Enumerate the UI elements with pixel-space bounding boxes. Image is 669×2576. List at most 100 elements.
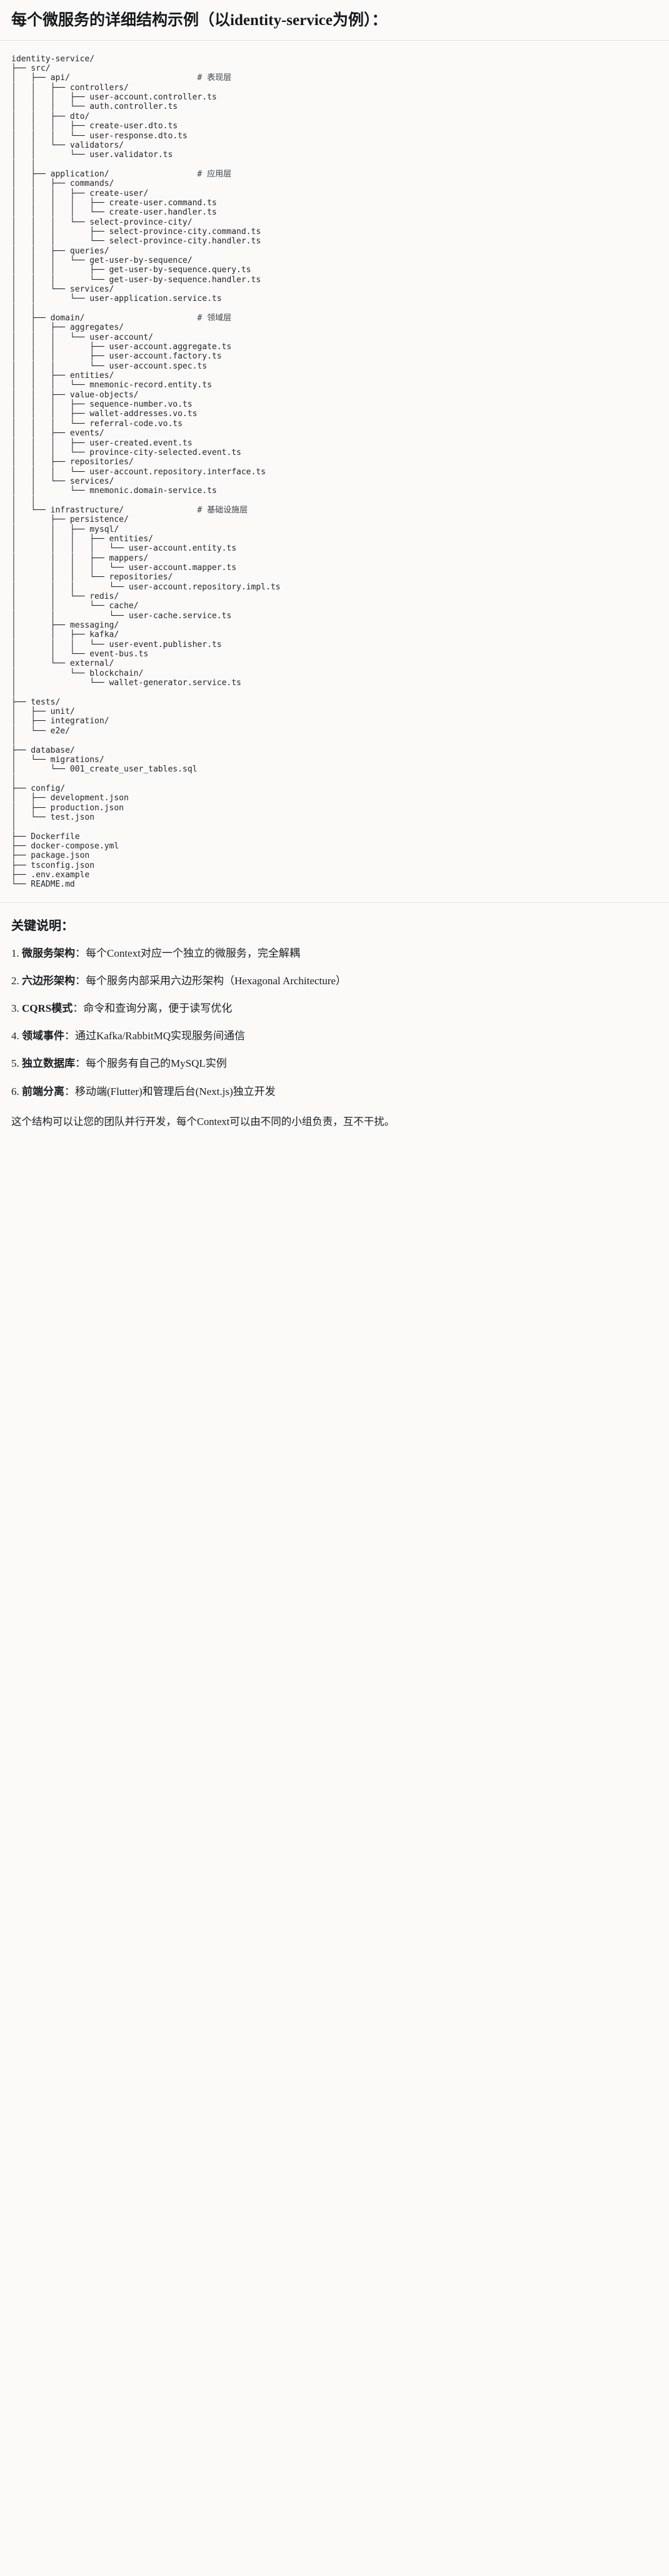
tree-line: │ │ │ │ └── user-account.entity.ts bbox=[11, 544, 237, 554]
directory-tree-block: identity-service/├── src/│ ├── api/ # 表现… bbox=[0, 40, 669, 902]
directory-tree-pre: identity-service/├── src/│ ├── api/ # 表现… bbox=[11, 54, 658, 890]
key-note-term: 前端分离 bbox=[22, 1085, 64, 1097]
tree-line: │ │ └── mnemonic.domain-service.ts bbox=[11, 486, 217, 496]
key-note-item: 1. 微服务架构：每个Context对应一个独立的微服务，完全解耦 bbox=[11, 945, 658, 962]
tree-line: │ │ ├── events/ bbox=[11, 429, 104, 439]
tree-line: │ ├── production.json bbox=[11, 803, 124, 813]
key-note-separator: ： bbox=[75, 1057, 86, 1070]
tree-line: ├── Dockerfile bbox=[11, 832, 80, 842]
tree-line: │ │ │ └── user-response.dto.ts bbox=[11, 131, 188, 141]
key-note-text: 通过Kafka/RabbitMQ实现服务间通信 bbox=[75, 1030, 245, 1042]
tree-line: │ │ │ └── user-account.repository.interf… bbox=[11, 467, 266, 477]
tree-line: │ │ └── user-cache.service.ts bbox=[11, 611, 232, 621]
document-page: 每个微服务的详细结构示例（以identity-service为例）： ident… bbox=[0, 0, 669, 1147]
tree-line: │ │ └── redis/ bbox=[11, 592, 119, 601]
tree-line: │ │ └── services/ bbox=[11, 285, 114, 294]
key-note-term: CQRS模式 bbox=[22, 1002, 73, 1015]
key-note-term: 领域事件 bbox=[22, 1030, 64, 1042]
tree-line: │ ├── unit/ bbox=[11, 707, 75, 717]
tree-line: ├── package.json bbox=[11, 851, 90, 861]
tree-line: │ │ bbox=[11, 303, 36, 313]
tree-line: │ │ │ └── mnemonic-record.entity.ts bbox=[11, 380, 212, 390]
tree-line: │ │ bbox=[11, 496, 36, 506]
tree-line: │ │ │ └── get-user-by-sequence.handler.t… bbox=[11, 275, 261, 285]
tree-line: │ │ │ ├── create-user.dto.ts bbox=[11, 121, 178, 131]
tree-line: │ │ │ └── user-account.repository.impl.t… bbox=[11, 582, 281, 592]
tree-line: │ │ ├── queries/ bbox=[11, 246, 109, 256]
tree-line: │ └── e2e/ bbox=[11, 726, 70, 736]
key-note-separator: ： bbox=[64, 1085, 75, 1097]
tree-line: │ │ │ ├── wallet-addresses.vo.ts bbox=[11, 409, 198, 419]
key-note-item: 4. 领域事件：通过Kafka/RabbitMQ实现服务间通信 bbox=[11, 1027, 658, 1044]
tree-line: │ │ │ ├── sequence-number.vo.ts bbox=[11, 400, 193, 410]
key-note-separator: ： bbox=[75, 974, 86, 987]
tree-line: ├── src/ bbox=[11, 64, 51, 74]
tree-line: │ │ │ │ ├── create-user.command.ts bbox=[11, 198, 217, 208]
tree-line: │ │ └── user.validator.ts bbox=[11, 150, 173, 160]
tree-line: │ ├── integration/ bbox=[11, 716, 109, 726]
tree-line: │ └── wallet-generator.service.ts bbox=[11, 678, 241, 688]
tree-line: │ ├── application/ # 应用层 bbox=[11, 169, 232, 179]
tree-line: │ │ ├── kafka/ bbox=[11, 630, 119, 640]
tree-line: │ │ │ ├── entities/ bbox=[11, 534, 153, 544]
tree-line: │ └── migrations/ bbox=[11, 755, 104, 765]
key-note-item: 3. CQRS模式：命令和查询分离，便于读写优化 bbox=[11, 1000, 658, 1017]
key-note-text: 每个Context对应一个独立的微服务，完全解耦 bbox=[86, 947, 300, 959]
tree-line: │ │ └── cache/ bbox=[11, 601, 139, 611]
tree-line: │ └── external/ bbox=[11, 659, 114, 669]
tree-line: │ bbox=[11, 688, 16, 698]
tree-line: │ │ │ │ └── user-account.mapper.ts bbox=[11, 563, 237, 573]
key-note-text: 每个服务内部采用六边形架构（Hexagonal Architecture） bbox=[86, 974, 346, 987]
tree-line: └── README.md bbox=[11, 880, 75, 890]
tree-line: ├── tsconfig.json bbox=[11, 860, 95, 870]
tree-line: │ │ │ └── get-user-by-sequence/ bbox=[11, 255, 193, 265]
key-note-separator: ： bbox=[73, 1002, 84, 1015]
tree-line: │ │ │ └── user-event.publisher.ts bbox=[11, 639, 222, 649]
tree-line: │ ├── messaging/ bbox=[11, 621, 119, 631]
tree-line-comment: # 表现层 bbox=[197, 73, 232, 83]
key-note-term: 六边形架构 bbox=[22, 974, 75, 987]
tree-line: │ │ │ ├── user-account.factory.ts bbox=[11, 352, 222, 362]
tree-line: │ │ ├── commands/ bbox=[11, 179, 114, 189]
tree-line-comment: # 应用层 bbox=[197, 169, 232, 179]
tree-line: │ bbox=[11, 822, 16, 832]
tree-line: │ │ ├── aggregates/ bbox=[11, 323, 124, 333]
tree-line: │ │ ├── controllers/ bbox=[11, 83, 129, 93]
key-note-index: 1. bbox=[11, 947, 22, 959]
key-note-item: 6. 前端分离：移动端(Flutter)和管理后台(Next.js)独立开发 bbox=[11, 1083, 658, 1100]
key-note-term: 微服务架构 bbox=[22, 947, 75, 959]
tree-line: │ │ ├── value-objects/ bbox=[11, 390, 139, 400]
tree-line: │ │ │ └── select-province-city.handler.t… bbox=[11, 237, 261, 247]
tree-line: │ │ │ ├── select-province-city.command.t… bbox=[11, 227, 261, 237]
tree-line: │ │ │ ├── mappers/ bbox=[11, 553, 149, 563]
tree-line: │ │ │ └── user-account/ bbox=[11, 332, 153, 342]
tree-line: │ │ bbox=[11, 160, 36, 170]
tree-line: ├── .env.example bbox=[11, 870, 90, 880]
tree-line: │ │ │ └── referral-code.vo.ts bbox=[11, 419, 183, 429]
tree-line: │ bbox=[11, 774, 16, 784]
tree-line: │ │ │ ├── create-user/ bbox=[11, 188, 149, 198]
tree-line: identity-service/ bbox=[11, 54, 95, 64]
tree-line: │ ├── domain/ # 领域层 bbox=[11, 313, 232, 323]
key-note-index: 6. bbox=[11, 1085, 22, 1097]
divider-top bbox=[0, 39, 669, 41]
key-note-item: 5. 独立数据库：每个服务有自己的MySQL实例 bbox=[11, 1055, 658, 1072]
key-note-text: 每个服务有自己的MySQL实例 bbox=[86, 1057, 227, 1070]
key-note-item: 2. 六边形架构：每个服务内部采用六边形架构（Hexagonal Archite… bbox=[11, 972, 658, 989]
tree-line: │ └── infrastructure/ # 基础设施层 bbox=[11, 505, 248, 515]
tree-line: │ └── test.json bbox=[11, 812, 95, 822]
tree-line: │ └── blockchain/ bbox=[11, 668, 144, 678]
tree-line: │ bbox=[11, 736, 16, 746]
tree-line: │ │ │ └── select-province-city/ bbox=[11, 217, 193, 227]
tree-line: │ │ │ └── province-city-selected.event.t… bbox=[11, 447, 241, 457]
key-note-index: 2. bbox=[11, 974, 22, 987]
tree-line: │ │ ├── entities/ bbox=[11, 371, 114, 381]
tree-line: │ │ ├── mysql/ bbox=[11, 524, 119, 534]
key-note-index: 3. bbox=[11, 1002, 22, 1015]
key-note-separator: ： bbox=[75, 947, 86, 959]
tree-line: │ │ │ ├── user-account.aggregate.ts bbox=[11, 342, 232, 352]
tree-line: │ │ │ ├── get-user-by-sequence.query.ts bbox=[11, 265, 251, 275]
tree-line: │ │ └── validators/ bbox=[11, 140, 124, 150]
